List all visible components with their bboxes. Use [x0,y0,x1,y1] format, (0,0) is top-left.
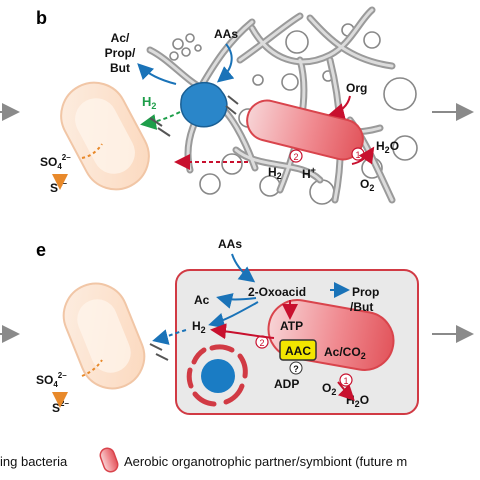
nucleus [186,344,248,407]
archaeon-blob [180,82,228,128]
panel-label-e: e [36,240,46,260]
arrow-org-in [328,95,351,119]
svg-text:1: 1 [355,150,360,160]
exchange-arrows-top [149,117,171,137]
sulfide-label-top: S2– [50,179,67,195]
arrow-o2-h2o [337,381,355,401]
prop-label: Prop [352,285,379,299]
sulfate-label-bottom: SO42– [36,371,67,389]
arrow-aas-bottom [231,253,256,283]
arrow-to-acids [137,63,177,85]
arrow-to-ac [216,293,257,309]
svg-text:2: 2 [293,152,298,162]
aerobic-partner-rod-top [246,99,364,161]
arrow-h2-red-bottom [210,323,275,340]
arrow-h2-green [140,111,181,130]
svg-text:1: 1 [343,376,348,386]
legend-symbiont-icon [99,447,119,473]
adp-label: ADP [274,377,299,391]
acids-line-3: But [110,61,130,75]
ac-co2-label: Ac/CO2 [324,345,366,361]
o2-label-bottom: O2 [322,381,336,397]
exchange-arrows-bottom [149,343,169,361]
aas-label-top: AAs [214,27,238,41]
aas-label-bottom: AAs [218,237,242,251]
step2-badge-top [289,149,303,163]
arrow-sulfate-top [52,173,69,190]
h2-label-top: H2 [142,94,156,111]
arrow-h2-to-partner [152,329,187,345]
sulfate-label-top: SO42– [40,153,71,171]
h2-label-bottom: H2 [192,319,206,335]
legend-item-2: Aerobic organotrophic partner/symbiont (… [124,454,407,469]
acids-line-1: Ac/ [111,31,130,45]
h2-red-label: H2 [268,165,282,181]
arrow-sulfate-bottom [52,391,69,408]
acids-line-2: Prop/ [105,46,136,60]
o2-label-top: O2 [360,177,374,193]
panel-label-b: b [36,8,47,28]
svg-text:2: 2 [259,338,264,348]
arrow-to-h2-bottom [208,301,259,329]
particles-top [169,23,418,205]
but-label: /But [350,300,373,314]
svg-text:?: ? [293,364,299,374]
question-badge [289,361,303,375]
sulfate-reducer-cell-top [60,81,150,191]
oxoacid-label: 2-Oxoacid [248,285,306,299]
sulfate-reducer-cell-bottom [62,282,146,390]
h2o-label-top: H2O [376,139,399,155]
legend-item-1: ing bacteria [0,454,68,469]
atp-label: ATP [280,319,303,333]
ac-label-bottom: Ac [194,293,210,307]
aac-label: AAC [285,344,311,358]
acids-label: Ac/ Prop/ But [105,31,136,75]
arrow-to-h2o-top [351,146,375,165]
hplus-label: H+ [302,165,316,181]
org-label: Org [346,81,367,95]
arrow-aas-in [216,43,235,83]
aac-transporter [279,339,317,361]
